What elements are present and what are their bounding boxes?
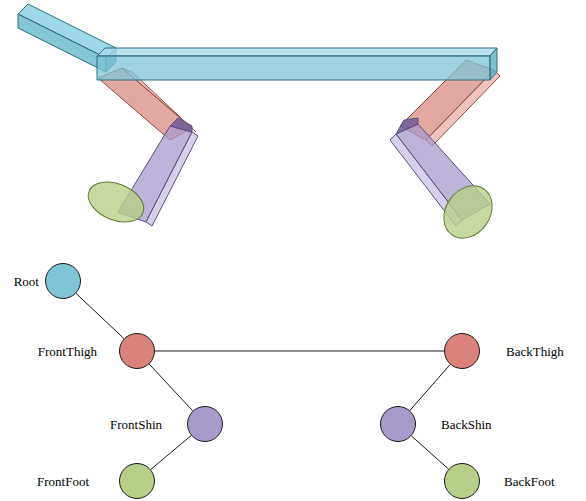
front-foot-ellipse bbox=[82, 174, 149, 229]
thigh-joint: BackThigh bbox=[444, 333, 480, 369]
bone-link bbox=[410, 365, 450, 411]
joint-circle bbox=[444, 333, 480, 369]
joint-label: BackFoot bbox=[504, 475, 555, 488]
shin-joint: BackShin bbox=[380, 406, 416, 442]
joint-label: Root bbox=[14, 275, 39, 288]
thigh-joint: FrontThigh bbox=[119, 333, 155, 369]
joint-label: FrontThigh bbox=[38, 345, 97, 358]
back-foot-ellipse bbox=[434, 176, 502, 247]
joint-circle bbox=[187, 406, 223, 442]
body-box bbox=[97, 48, 497, 80]
joint-circle-shape bbox=[445, 464, 480, 499]
joint-circle bbox=[444, 463, 480, 499]
bone-link bbox=[151, 436, 191, 470]
shin-joint: FrontShin bbox=[187, 406, 223, 442]
bone-link bbox=[76, 293, 124, 338]
root-joint: Root bbox=[45, 263, 81, 299]
joint-circle-shape bbox=[120, 464, 155, 499]
joint-label: BackThigh bbox=[506, 345, 564, 358]
bone-link bbox=[411, 436, 448, 469]
foot-joint: FrontFoot bbox=[119, 463, 155, 499]
joint-circle-shape bbox=[381, 407, 416, 442]
bone-link bbox=[155, 351, 444, 352]
joint-label: BackShin bbox=[441, 418, 492, 431]
joint-circle-shape bbox=[46, 264, 81, 299]
joint-circle bbox=[119, 463, 155, 499]
joint-circle-shape bbox=[120, 334, 155, 369]
bone-link bbox=[149, 364, 192, 411]
joint-circle bbox=[45, 263, 81, 299]
joint-circle-shape bbox=[445, 334, 480, 369]
joint-circle-shape bbox=[188, 407, 223, 442]
joint-label: FrontShin bbox=[110, 418, 162, 431]
joint-circle bbox=[119, 333, 155, 369]
joint-label: FrontFoot bbox=[37, 475, 89, 488]
foot-joint: BackFoot bbox=[444, 463, 480, 499]
joint-circle bbox=[380, 406, 416, 442]
